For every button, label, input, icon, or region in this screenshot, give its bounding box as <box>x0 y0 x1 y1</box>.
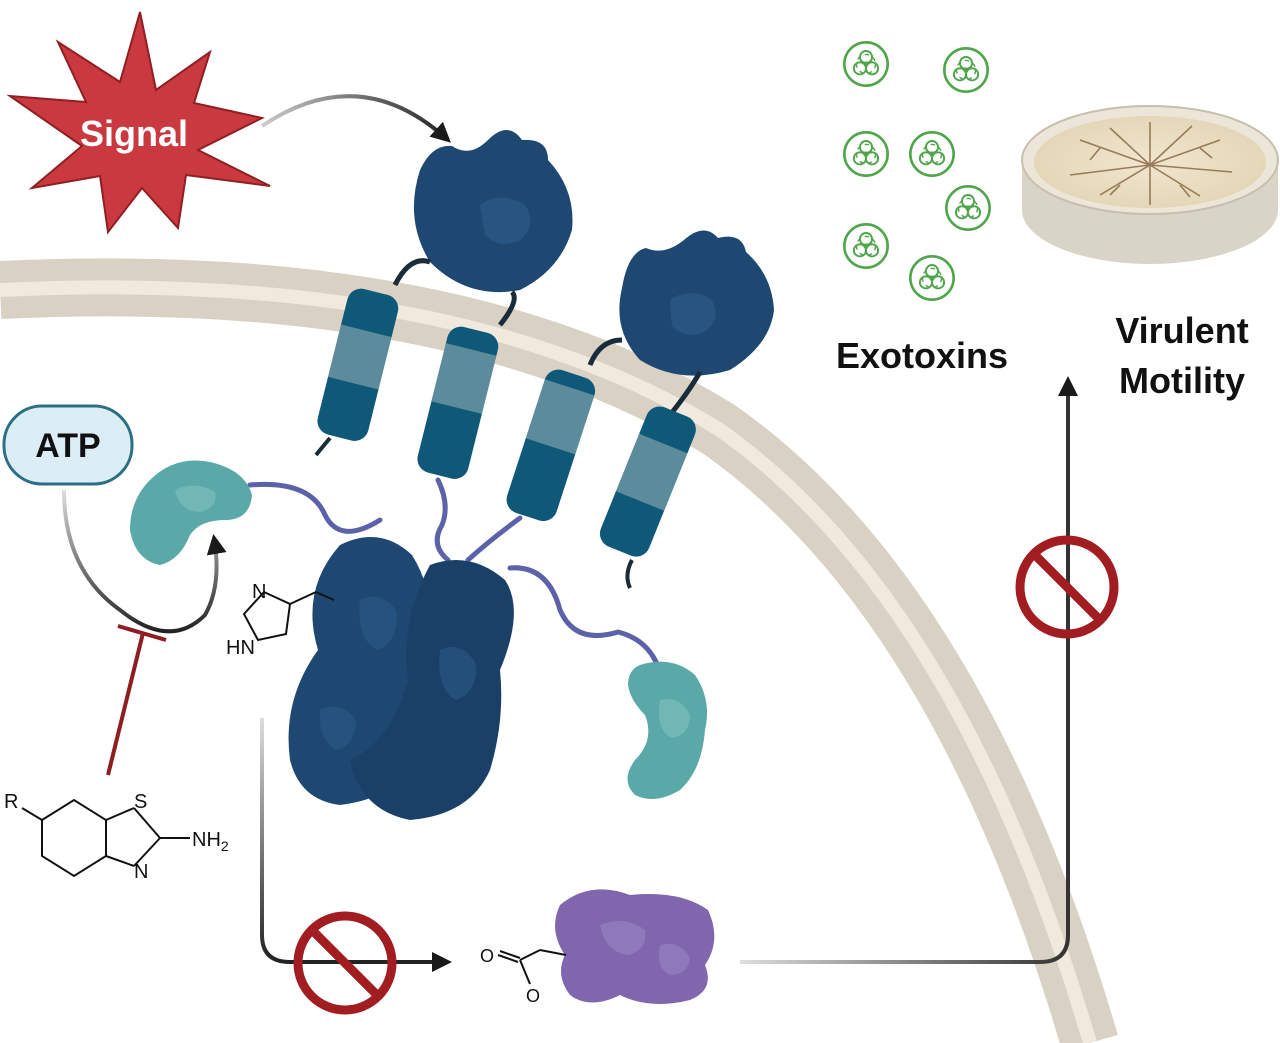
biohazard-icon <box>945 185 991 231</box>
receiver-domain-lower <box>627 661 708 799</box>
histidine-imidazole <box>242 590 335 642</box>
exotoxins-label: Exotoxins <box>836 335 1008 376</box>
aspartate-group <box>497 949 567 985</box>
transmembrane-helix-1 <box>317 288 399 441</box>
inhibition-bar <box>106 624 167 776</box>
bzt-n: N <box>134 861 148 883</box>
atp-label: ATP <box>35 427 100 465</box>
biohazard-icon <box>943 47 989 93</box>
cytoplasmic-linkers <box>247 477 663 675</box>
bzt-s: S <box>134 791 147 813</box>
motility-label: Motility <box>1119 360 1245 401</box>
virulence-output-arrow <box>740 376 1078 964</box>
imidazole-hn: HN <box>226 637 255 659</box>
transmembrane-helix-4 <box>599 406 696 557</box>
exotoxin-icons <box>843 41 991 301</box>
bzt-r: R <box>4 791 18 813</box>
benzothiazole-inhibitor <box>21 798 190 878</box>
biohazard-icon <box>843 131 889 177</box>
sensor-domain-right <box>619 230 774 376</box>
biohazard-icon <box>843 223 889 269</box>
helix-tails <box>314 436 634 589</box>
atp-transfer-arrow <box>62 489 227 634</box>
receiver-domain-upper <box>130 460 252 565</box>
virulent-label: Virulent <box>1115 310 1248 351</box>
histidine-kinase-dimer <box>288 537 514 820</box>
signal-label: Signal <box>80 113 188 154</box>
transmembrane-helix-2 <box>417 326 499 479</box>
ester-o1: O <box>480 946 494 966</box>
imidazole-n: N <box>252 581 266 603</box>
biohazard-icon <box>909 131 955 177</box>
signal-arrow <box>260 94 451 143</box>
phosphotransfer-arrow <box>260 718 452 972</box>
bzt-nh2: NH2 <box>192 829 229 854</box>
sensor-domain-left <box>413 130 573 293</box>
signal-burst: Signal <box>6 11 271 235</box>
petri-dish-icon <box>1021 105 1279 264</box>
transmembrane-helix-3 <box>506 369 596 522</box>
ester-o2: O <box>526 986 540 1006</box>
atp-badge: ATP <box>2 404 134 486</box>
cell-membrane <box>0 258 1118 1043</box>
biohazard-icon <box>843 41 889 87</box>
response-regulator <box>555 889 715 1004</box>
biohazard-icon <box>909 255 955 301</box>
